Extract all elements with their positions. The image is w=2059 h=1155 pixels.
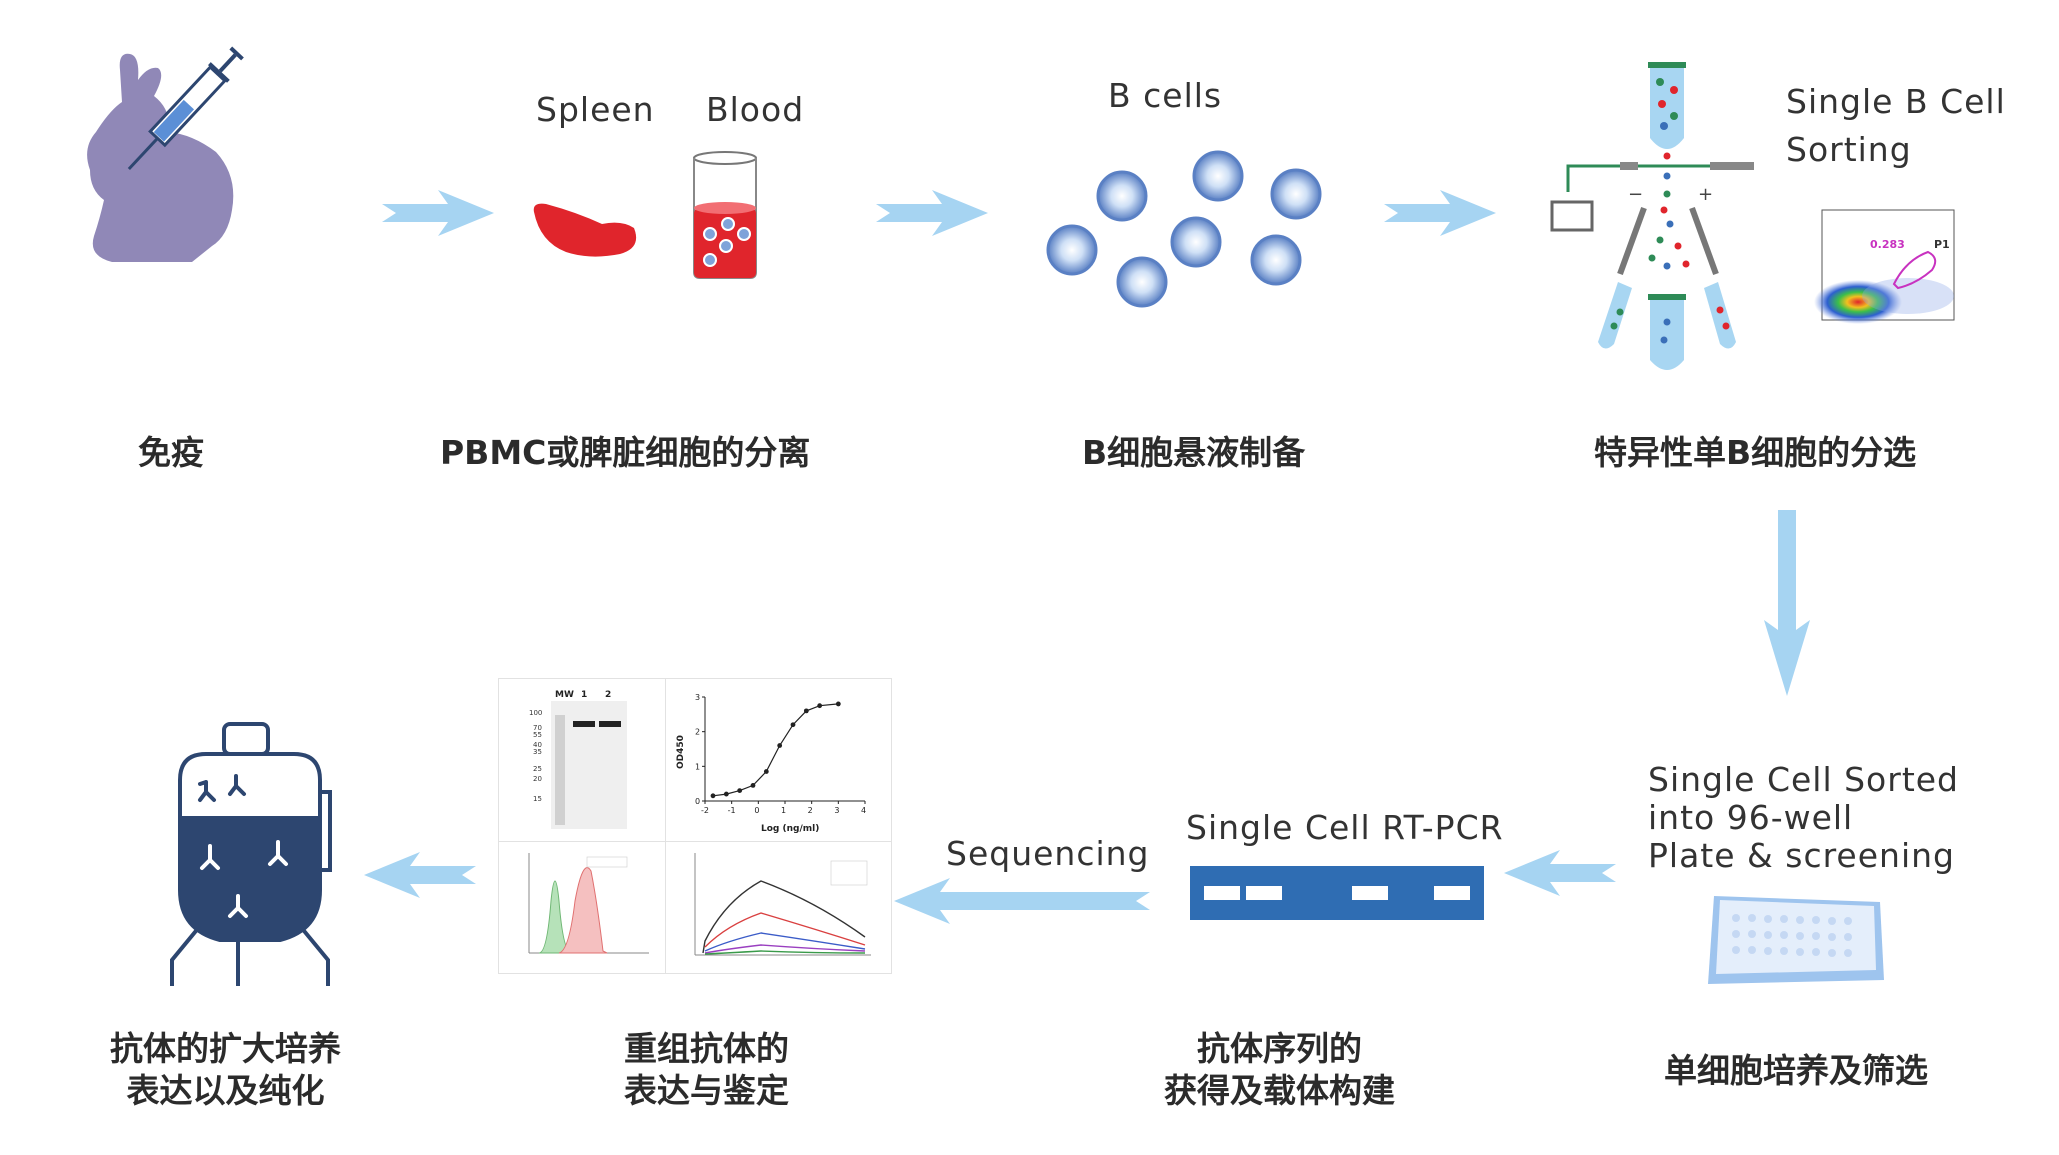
spleen-icon [533,203,637,257]
gel-marker-70: 70 [533,724,542,732]
arrow-left-icon [894,878,1150,924]
elisa-x-tick-label: 1 [781,806,786,815]
sorting-title-line1: Single B Cell [1786,82,2006,121]
elisa-x-tick-label: 0 [754,806,759,815]
pcr-caption-line2: 获得及载体构建 [1164,1071,1395,1110]
sorting-title-line2: Sorting [1786,130,1912,169]
elisa-x-tick-label: -2 [701,806,709,815]
b-cells-label: B cells [1108,76,1223,115]
step-pcr-caption: 抗体序列的 获得及载体构建 [1164,1028,1395,1112]
spleen-label: Spleen [536,90,655,129]
elisa-y-tick-label: 1 [695,762,700,771]
expression-results-panel: MW 1 2 100 70 55 40 35 25 20 15 OD450 Lo… [498,678,892,974]
elisa-data-point [835,701,841,707]
culture-en-line1: Single Cell Sorted [1648,760,1960,799]
elisa-data-point [803,708,809,714]
gate-name: P1 [1934,238,1950,251]
culture-en-line2: into 96-well [1648,798,1854,837]
production-caption-line2: 表达以及纯化 [126,1071,325,1110]
binding-kinetics-chart [694,853,871,956]
expression-caption-line1: 重组抗体的 [624,1029,789,1068]
elisa-ylabel: OD450 [676,735,686,769]
rabbit-icon [87,53,234,262]
step-sorting-caption: 特异性单B细胞的分选 [1594,433,1917,472]
elisa-data-point [817,703,823,709]
svg-text:+: + [1698,184,1713,205]
arrow-right-icon [1384,190,1496,236]
cell-sorter-icon: − + [1550,62,1754,370]
step-production-caption: 抗体的扩大培养 表达以及纯化 [110,1028,341,1112]
gel-marker-100: 100 [529,709,542,717]
elisa-x-tick-label: 4 [861,806,866,815]
step-immunize-caption: 免疫 [138,433,204,472]
bioreactor-icon [170,722,332,986]
blood-tube-icon [693,151,757,279]
step-suspension-caption: B细胞悬液制备 [1082,433,1306,472]
arrow-down-icon [1764,510,1810,696]
elisa-x-tick-label: 3 [834,806,839,815]
elisa-data-point [777,743,783,748]
pcr-caption-line1: 抗体序列的 [1197,1029,1362,1068]
step-culture-caption: 单细胞培养及筛选 [1664,1051,1928,1090]
elisa-data-point [737,788,743,793]
blood-label: Blood [706,90,805,129]
arrow-left-icon [1504,850,1616,896]
culture-en-line3: Plate & screening [1648,836,1955,875]
expression-caption-line2: 表达与鉴定 [624,1071,789,1110]
elisa-data-point [710,793,716,799]
elisa-curve-line [712,703,839,797]
gel-marker-25: 25 [533,765,542,773]
elisa-x-tick-label: -1 [728,806,736,815]
rabbit-immunization-icon [87,46,244,262]
pcr-gel-icon [1190,866,1484,920]
step-expression-caption: 重组抗体的 表达与鉴定 [624,1028,789,1112]
pcr-label: Single Cell RT-PCR [1186,808,1504,847]
svg-text:−: − [1628,184,1643,205]
western-blot-gel: MW 1 2 100 70 55 40 35 25 20 15 [529,690,627,829]
elisa-xlabel: Log (ng/ml) [761,824,819,834]
elisa-curve-chart: OD450 Log (ng/ml) 0 1 2 3 -2 -1 0 1 2 3 4 [676,693,866,834]
gate-value: 0.283 [1870,238,1905,251]
96-well-plate-icon [1708,896,1884,984]
flow-histogram [528,853,649,954]
elisa-x-tick-label: 2 [808,806,813,815]
production-caption-line1: 抗体的扩大培养 [110,1029,341,1068]
syringe-icon [127,46,244,171]
arrow-left-icon [364,852,476,898]
gel-marker-20: 20 [533,775,542,783]
arrow-right-icon [876,190,988,236]
step-isolate-caption: PBMC或脾脏细胞的分离 [440,433,811,472]
elisa-y-tick-label: 2 [695,728,700,737]
gel-marker-55: 55 [533,731,542,739]
elisa-data-point [750,783,756,788]
b-cells-icon [1046,150,1322,308]
sequencing-label: Sequencing [946,834,1150,873]
elisa-y-tick-label: 3 [695,693,700,702]
gel-marker-40: 40 [533,741,542,749]
arrow-right-icon [382,190,494,236]
elisa-data-point [763,769,769,774]
gel-header-1: 1 [581,690,587,700]
flow-cytometry-plot: 0.283 P1 [1814,209,1955,324]
elisa-y-tick-label: 0 [695,797,700,806]
gel-marker-15: 15 [533,795,542,803]
gel-marker-35: 35 [533,748,542,756]
elisa-data-point [790,722,796,728]
gel-header-2: 2 [605,690,611,700]
elisa-data-point [723,791,729,797]
gel-header-mw: MW [555,690,574,700]
